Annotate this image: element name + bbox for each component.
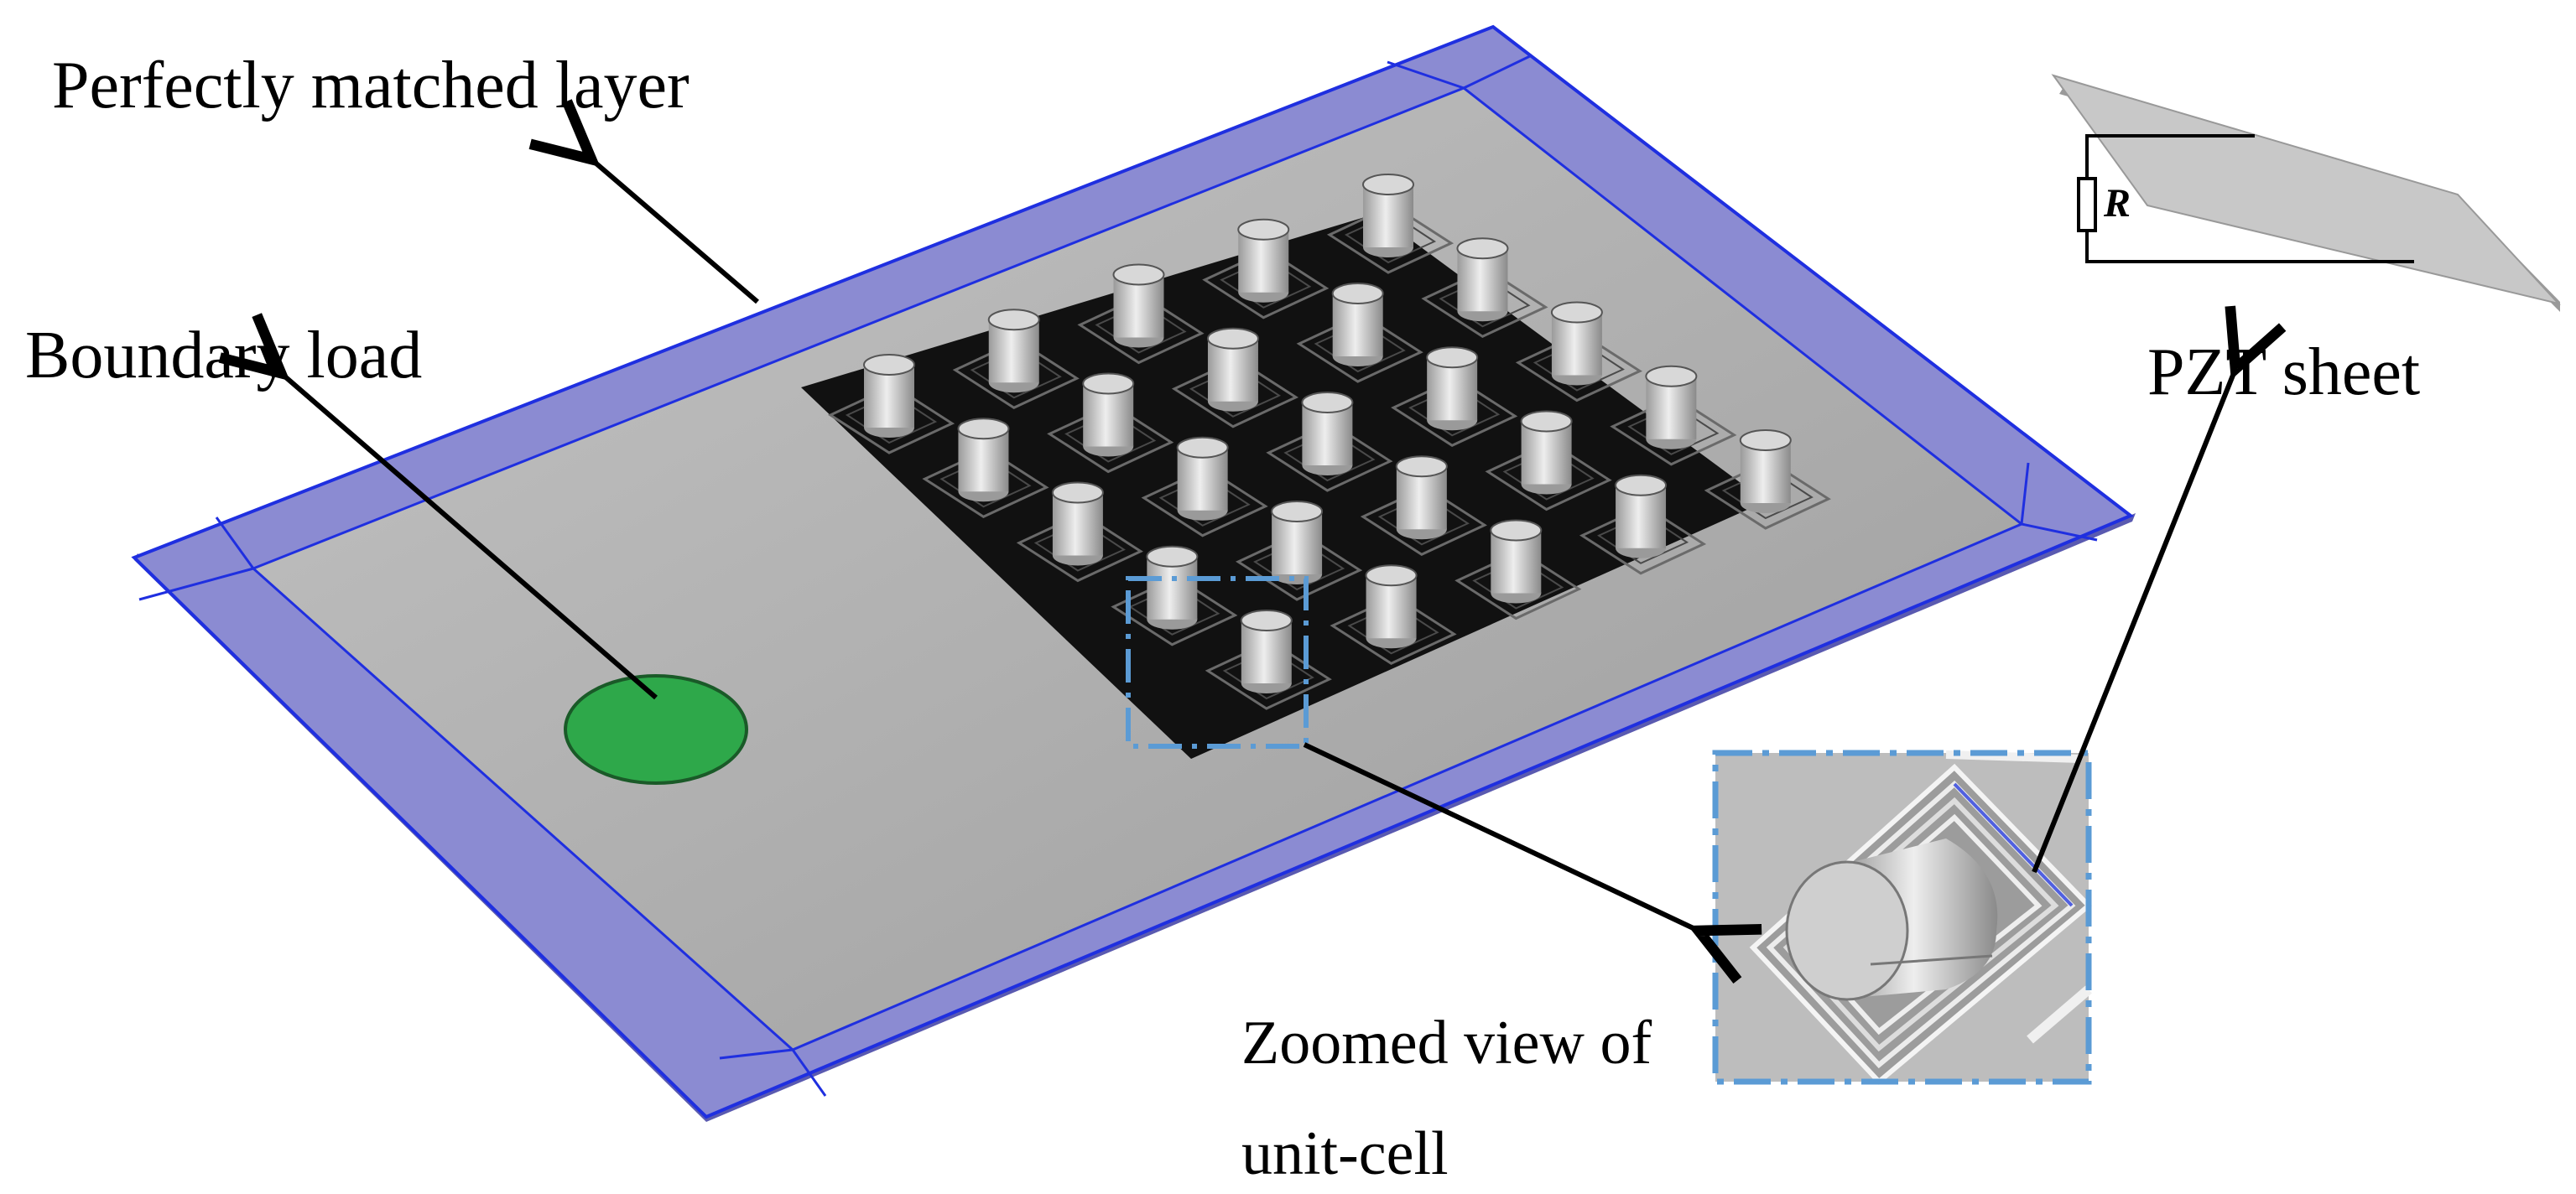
cylinder-pillar bbox=[1271, 501, 1324, 584]
cylinder-pillar bbox=[1237, 218, 1290, 303]
cylinder-pillar bbox=[1739, 429, 1792, 513]
cylinder-pillar bbox=[1550, 301, 1603, 386]
zoom-inset bbox=[1712, 750, 2093, 1086]
cylinder-pillar bbox=[1112, 263, 1165, 348]
cylinder-pillar bbox=[1520, 410, 1573, 495]
zoom-label-line2: unit-cell bbox=[1241, 1119, 1449, 1188]
resistor-symbol bbox=[2077, 177, 2097, 232]
cylinder-pillar bbox=[1365, 564, 1418, 649]
zoom-arrow bbox=[1303, 742, 1699, 931]
cylinder-pillar bbox=[957, 418, 1010, 502]
unit-cell-selection-box bbox=[1126, 576, 1309, 749]
resistor-circuit bbox=[2077, 134, 2414, 263]
pzt-sheet bbox=[2051, 74, 2561, 305]
cylinder-pillar bbox=[1146, 545, 1199, 630]
pzt-sheet-label: PZT sheet bbox=[2147, 335, 2420, 409]
cylinder-pillar bbox=[987, 309, 1040, 393]
cylinder-pillar bbox=[1082, 372, 1135, 457]
pzt-sheet-diagram: R bbox=[2051, 74, 2561, 312]
zoom-label-line1: Zoomed view of bbox=[1241, 1009, 1652, 1077]
cylinder-pillar bbox=[863, 354, 915, 438]
cylinder-pillar bbox=[1301, 392, 1354, 475]
cylinder-pillar bbox=[1051, 481, 1104, 566]
metamaterial-region bbox=[801, 214, 1766, 759]
cylinder-pillar bbox=[1615, 474, 1668, 558]
cylinder-pillar bbox=[1362, 174, 1414, 257]
pml-arrow bbox=[591, 159, 759, 304]
pzt-sheet-arrow bbox=[2032, 369, 2235, 874]
boundary-load-patch bbox=[564, 674, 748, 785]
cylinder-pillar bbox=[1331, 283, 1384, 366]
cylinder-pillar bbox=[1456, 237, 1509, 322]
boundary-load-label: Boundary load bbox=[25, 319, 422, 392]
pml-partition-lines bbox=[138, 54, 2098, 1097]
boundary-load-arrow bbox=[281, 373, 658, 700]
pml-label: Perfectly matched layer bbox=[52, 49, 690, 122]
zoom-inset-border bbox=[1712, 750, 2092, 1085]
cylinder-pillar bbox=[1395, 455, 1448, 540]
cylinder-pillar bbox=[1645, 365, 1698, 449]
cylinder-pillar bbox=[1240, 610, 1293, 693]
zoom-cylinder bbox=[1785, 838, 1998, 1001]
pillar-array bbox=[863, 174, 1792, 693]
plate-model bbox=[131, 24, 2136, 1122]
cylinder-pillar bbox=[1426, 346, 1479, 431]
cylinder-pillar bbox=[1206, 327, 1259, 412]
cylinder-pillar bbox=[1176, 436, 1229, 521]
cylinder-pillar bbox=[1490, 519, 1543, 604]
resistor-label: R bbox=[2103, 181, 2131, 226]
callout-arrows bbox=[281, 159, 2235, 931]
